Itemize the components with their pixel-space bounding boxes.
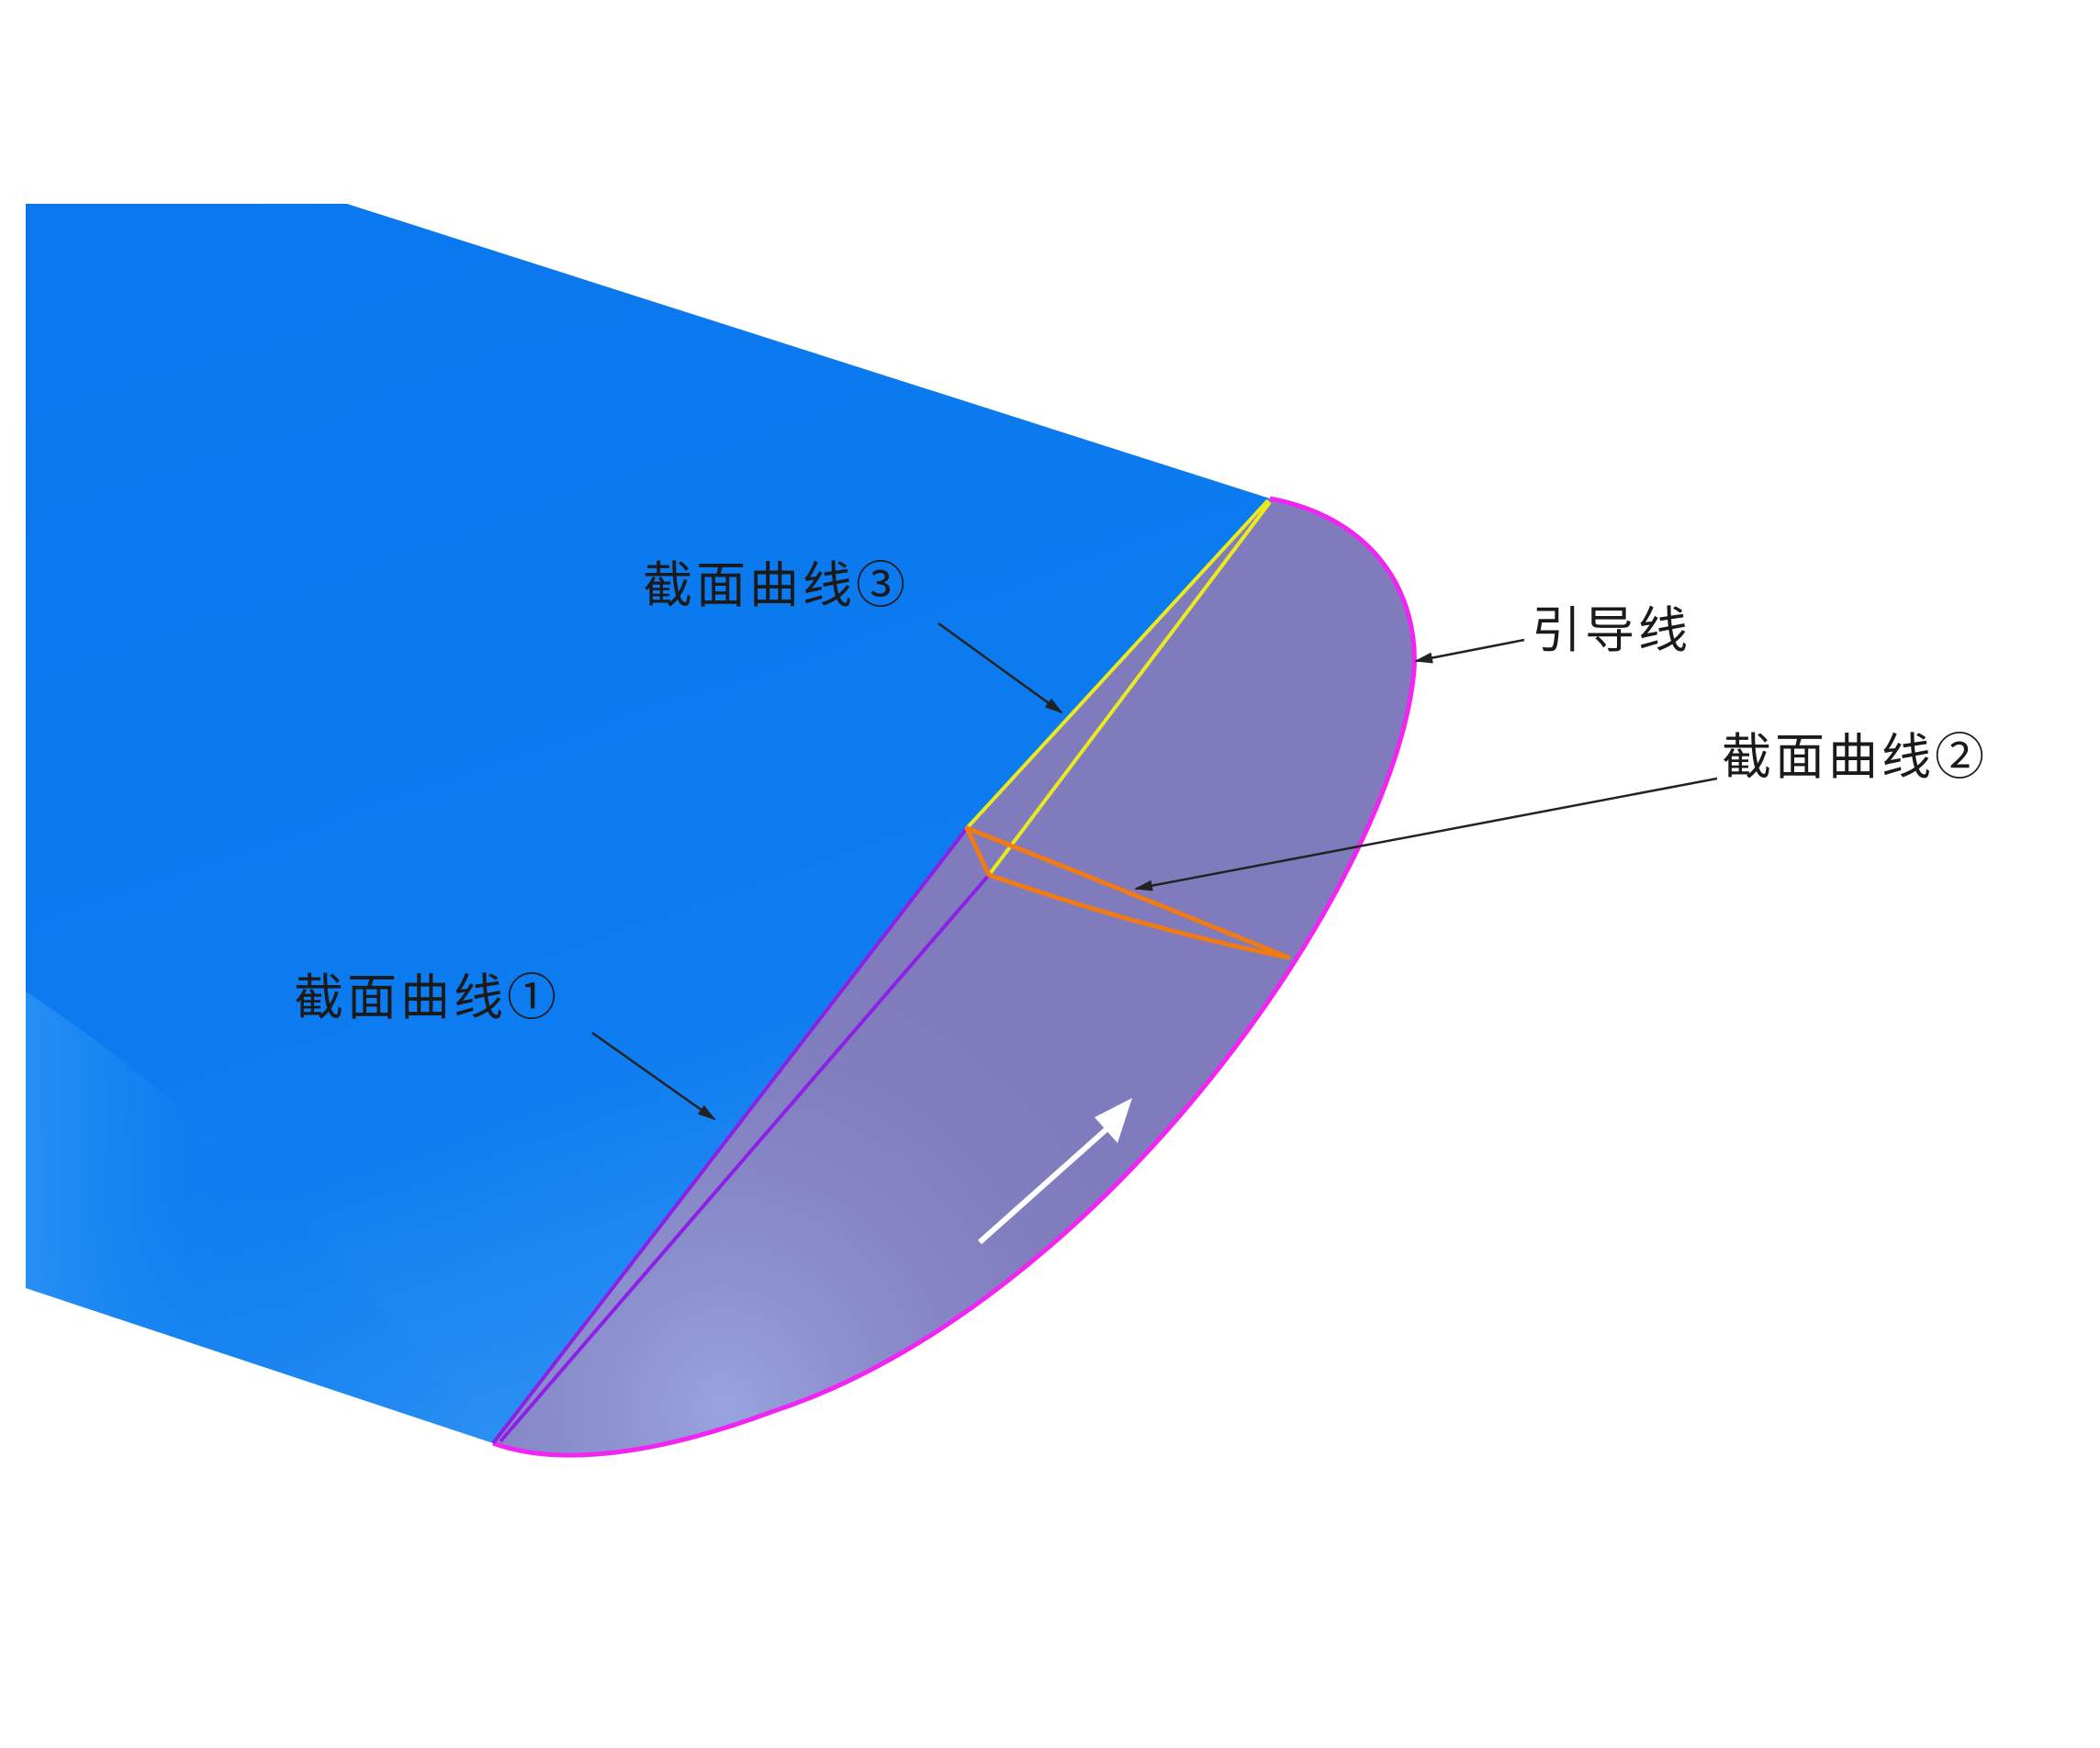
guide-line: [492, 496, 1417, 1458]
section-curve-2: [964, 825, 1291, 960]
label-guide-line: 引导线: [1532, 601, 1691, 659]
callout-arrow-section-curve-2: [1134, 777, 1718, 891]
callout-arrow-section-curve-1: [591, 1031, 716, 1121]
label-section-curve-3: 截面曲线③: [643, 556, 909, 614]
section-curve-1: [491, 826, 991, 1445]
sweep-direction-arrow-head: [1095, 1098, 1132, 1143]
callout-arrow-section-curve-3: [938, 622, 1063, 714]
callout-arrow-guide-line: [1414, 638, 1525, 664]
wing-tip-cap-shading: [493, 499, 1415, 1456]
label-section-curve-2: 截面曲线②: [1722, 728, 1988, 786]
label-section-curve-1: 截面曲线①: [294, 969, 560, 1026]
wing-surface: [26, 204, 1270, 1443]
wing-surface-highlight: [26, 992, 493, 1443]
sweep-direction-arrow-shaft: [978, 1126, 1108, 1245]
section-curve-3: [965, 499, 1272, 877]
